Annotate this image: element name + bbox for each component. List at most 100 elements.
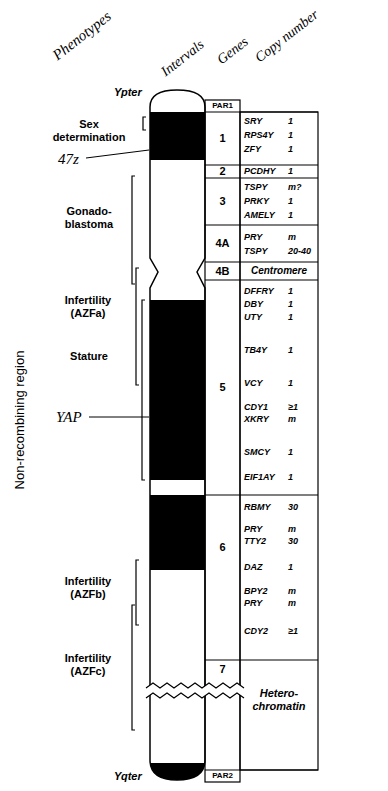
copy-number: 1 (288, 345, 316, 356)
cell-text: PAR2 (212, 771, 233, 781)
gene-name: EIF1AY (244, 472, 286, 483)
copy-number: 1 (288, 472, 316, 483)
gene-name: RBMY (244, 502, 286, 513)
par-box: PAR2 (205, 770, 240, 782)
gene-name: UTY (244, 312, 286, 323)
copy-number: 1 (288, 286, 316, 297)
gene-name: DBY (244, 299, 286, 310)
copy-number: 1 (288, 196, 316, 207)
copy-number: 1 (288, 299, 316, 310)
column-header: Genes (214, 33, 252, 68)
interval-cell: 1 (205, 112, 240, 165)
gene-name: TSPY (244, 182, 286, 193)
copy-number: 30 (288, 536, 316, 547)
gene-name: ZFY (244, 144, 286, 155)
gene-name: AMELY (244, 210, 286, 221)
par-box: PAR1 (205, 100, 240, 112)
copy-number: m? (288, 182, 316, 193)
copy-number: m (288, 598, 316, 609)
phenotype-label: Infertility (AZFc) (55, 652, 121, 678)
phenotype-label: Stature (48, 350, 130, 363)
gene-name: PRY (244, 524, 286, 535)
handwritten-note: 47z (58, 150, 84, 168)
leader-lines (86, 150, 149, 417)
copy-number: ≥1 (288, 626, 316, 637)
interval-cell: 7 (205, 660, 240, 770)
copy-number: 1 (288, 166, 316, 177)
gene-name: DAZ (244, 562, 286, 573)
gene-name: TB4Y (244, 345, 286, 356)
gene-name: CDY1 (244, 402, 286, 413)
copy-number: m (288, 232, 316, 243)
interval-cell: 4B (205, 262, 240, 280)
cell-text: Centromere (251, 265, 307, 277)
copy-number: ≥1 (288, 402, 316, 413)
copy-number: 1 (288, 447, 316, 458)
chromosome-end-label: Yqter (114, 770, 148, 783)
dark-band (140, 763, 220, 791)
interval-cell: 4A (205, 225, 240, 262)
copy-number: 1 (288, 144, 316, 155)
interval-cell: 5 (205, 280, 240, 495)
copy-number: 1 (288, 562, 316, 573)
phenotype-label: Infertility (AZFb) (55, 575, 121, 601)
break-mark (146, 683, 244, 698)
cell-text: 2 (219, 165, 225, 178)
gene-name: RPS4Y (244, 130, 286, 141)
copy-number: 1 (288, 210, 316, 221)
table-grid (205, 100, 318, 782)
chromosome-end-label: Ypter (114, 86, 148, 99)
phenotype-label: Sex determination (48, 118, 130, 144)
gene-name: BPY2 (244, 586, 286, 597)
gene-name: PRY (244, 232, 286, 243)
phenotype-brackets (132, 117, 146, 730)
copy-number: 1 (288, 378, 316, 389)
cell-text: 7 (219, 663, 225, 676)
copy-number: m (288, 414, 316, 425)
dark-band (140, 112, 220, 160)
gene-name: PCDHY (244, 166, 286, 177)
dark-band (140, 495, 220, 570)
column-header: Intervals (158, 36, 208, 80)
copy-number: 1 (288, 116, 316, 127)
heterochromatin-cell: Hetero-chromatin (240, 660, 318, 770)
gene-name: SRY (244, 116, 286, 127)
copy-number: m (288, 586, 316, 597)
region-label: Non-recombining region (12, 351, 28, 490)
column-header: Phenotypes (49, 7, 115, 64)
gene-name: XKRY (244, 414, 286, 425)
gene-name: SMCY (244, 447, 286, 458)
copy-number: 30 (288, 502, 316, 513)
copy-number: 1 (288, 130, 316, 141)
gene-name: TTY2 (244, 536, 286, 547)
phenotype-label: Infertility (AZFa) (55, 294, 121, 320)
interval-cell: 3 (205, 178, 240, 225)
cell-text: Hetero-chromatin (242, 687, 316, 713)
gene-name: VCY (244, 378, 286, 389)
handwritten-note: YAP (56, 408, 87, 426)
dark-band (140, 300, 220, 480)
cell-text: 6 (219, 541, 225, 554)
cell-text: PAR1 (212, 101, 233, 111)
gene-name: PRY (244, 598, 286, 609)
phenotype-label: Gonado-blastoma (48, 205, 130, 231)
cell-text: 4B (215, 265, 229, 278)
cell-text: 3 (219, 195, 225, 208)
column-header: Copy number (252, 6, 322, 66)
interval-cell: 2 (205, 165, 240, 178)
cell-text: 5 (219, 381, 225, 394)
copy-number: 20-40 (288, 246, 316, 257)
cell-text: 4A (215, 237, 229, 250)
copy-number: m (288, 524, 316, 535)
copy-number: 1 (288, 312, 316, 323)
gene-name: DFFRY (244, 286, 286, 297)
gene-name: TSPY (244, 246, 286, 257)
centromere-cell: Centromere (240, 262, 318, 280)
gene-name: PRKY (244, 196, 286, 207)
cell-text: 1 (219, 132, 225, 145)
interval-cell: 6 (205, 495, 240, 660)
chromosome-outline (150, 90, 205, 780)
